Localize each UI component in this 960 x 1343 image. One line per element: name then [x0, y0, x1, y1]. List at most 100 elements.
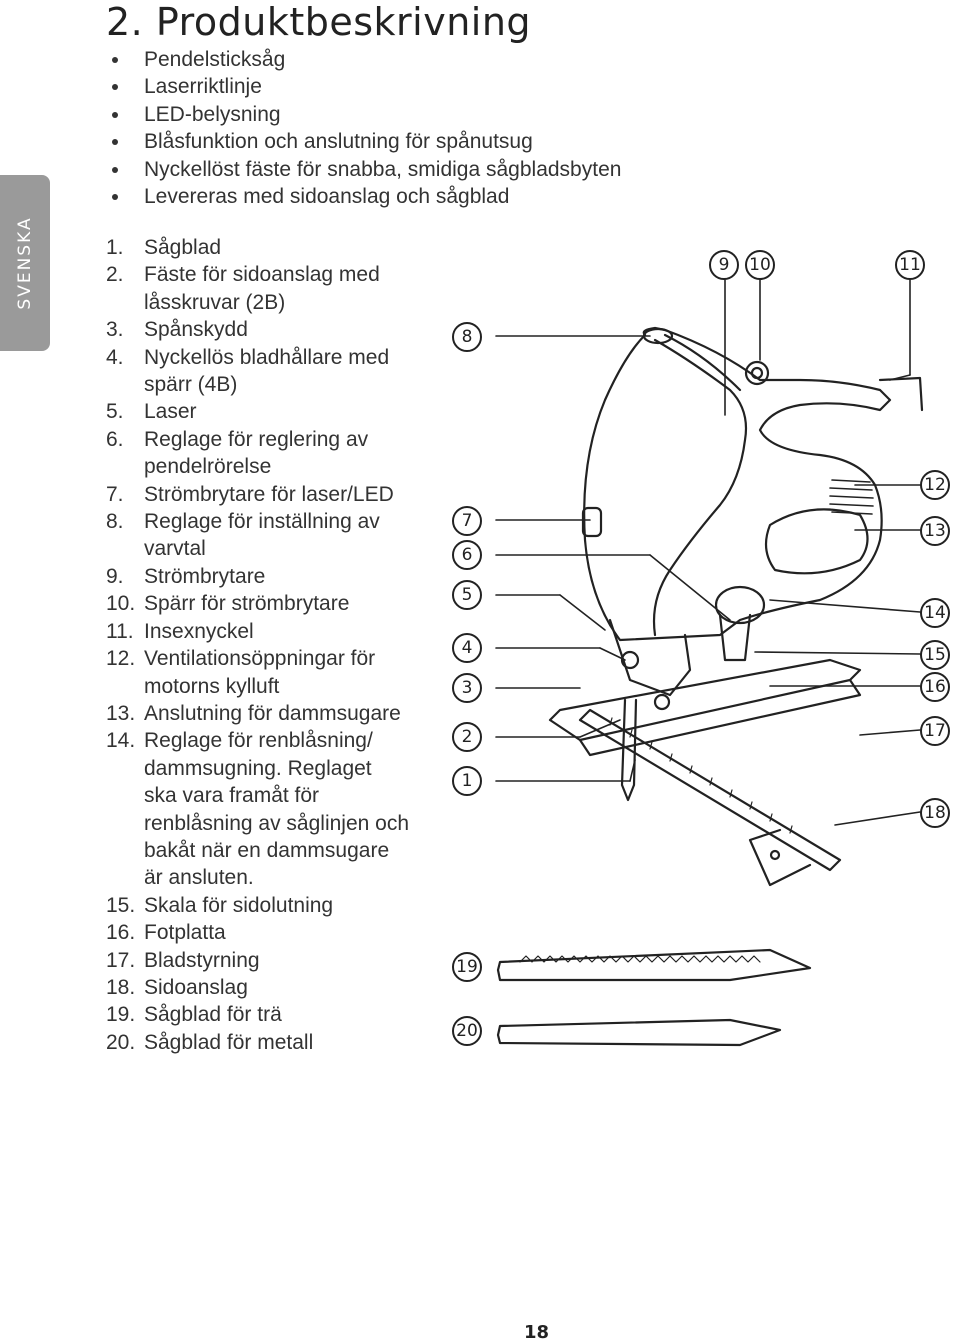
- callout-2: 2: [452, 722, 482, 752]
- part-number: 11.: [106, 619, 134, 643]
- part-label: Reglage för inställning av: [144, 510, 380, 534]
- part-label: ska vara framåt för: [144, 784, 320, 808]
- part-label: Bladstyrning: [144, 948, 260, 972]
- part-label: renblåsning av såglinjen och: [144, 811, 410, 835]
- part-label: Ventilationsöppningar för: [144, 647, 376, 671]
- part-number: 8.: [106, 510, 124, 534]
- part-item: 15.Skala för sidolutning: [106, 892, 436, 919]
- part-number: 6.: [106, 427, 124, 451]
- part-number: 12.: [106, 647, 136, 671]
- part-label: Sågblad för trä: [144, 1003, 282, 1027]
- part-item: 19. Sågblad för trä: [106, 1001, 436, 1028]
- feature-item: Laserriktlinje: [106, 73, 726, 100]
- part-number: 20.: [106, 1030, 136, 1054]
- callout-6: 6: [452, 540, 482, 570]
- part-label: Strömbrytare: [144, 564, 266, 588]
- part-number: [106, 371, 144, 398]
- part-number: [106, 453, 144, 480]
- part-number: 19.: [106, 1003, 136, 1027]
- part-number: 4.: [106, 345, 124, 369]
- part-label: låsskruvar (2B): [144, 290, 286, 314]
- part-number: 13.: [106, 701, 136, 725]
- part-number: [106, 810, 144, 837]
- part-number: 2.: [106, 263, 124, 287]
- callout-16: 16: [920, 672, 950, 702]
- page-title: 2. Produktbeskrivning: [106, 0, 532, 44]
- part-label: Fotplatta: [144, 921, 226, 945]
- callout-5: 5: [452, 580, 482, 610]
- callout-7: 7: [452, 506, 482, 536]
- part-item-continuation: spärr (4B): [106, 371, 436, 398]
- jigsaw-drawing-icon: [495, 279, 924, 1047]
- part-label: varvtal: [144, 537, 206, 561]
- callout-18: 18: [920, 798, 950, 828]
- part-label: Reglage för reglering av: [144, 427, 369, 451]
- part-item: 14.Reglage för renblåsning/: [106, 727, 436, 754]
- feature-item: Nyckellöst fäste för snabba, smidiga såg…: [106, 156, 726, 183]
- part-number: 18.: [106, 975, 136, 999]
- part-item: 8. Reglage för inställning av: [106, 508, 436, 535]
- part-number: 17.: [106, 948, 136, 972]
- part-number: [106, 535, 144, 562]
- part-item-continuation: dammsugning. Reglaget: [106, 755, 436, 782]
- feature-item: LED-belysning: [106, 101, 726, 128]
- part-item: 13. Anslutning för dammsugare: [106, 700, 436, 727]
- part-item: 6. Reglage för reglering av: [106, 426, 436, 453]
- callout-3: 3: [452, 673, 482, 703]
- part-item: 20.Sågblad för metall: [106, 1029, 436, 1056]
- part-item-continuation: motorns kylluft: [106, 673, 436, 700]
- part-item: 2. Fäste för sidoanslag med: [106, 261, 436, 288]
- part-item: 3. Spånskydd: [106, 316, 436, 343]
- part-item: 9. Strömbrytare: [106, 563, 436, 590]
- part-label: Strömbrytare för laser/LED: [144, 482, 394, 506]
- part-item: 7.Strömbrytare för laser/LED: [106, 481, 436, 508]
- part-item-continuation: renblåsning av såglinjen och: [106, 810, 436, 837]
- part-item-continuation: är ansluten.: [106, 864, 436, 891]
- callout-19: 19: [452, 952, 482, 982]
- part-number: 9.: [106, 564, 124, 588]
- part-label: Fäste för sidoanslag med: [144, 263, 380, 287]
- part-item-continuation: bakåt när en dammsugare: [106, 837, 436, 864]
- part-label: Skala för sidolutning: [144, 893, 334, 917]
- part-item: 16. Fotplatta: [106, 919, 436, 946]
- part-number: [106, 755, 144, 782]
- part-item: 12. Ventilationsöppningar för: [106, 645, 436, 672]
- part-item: 4. Nyckellös bladhållare med: [106, 344, 436, 371]
- part-label: Spärr för strömbrytare: [144, 592, 350, 616]
- part-number: 10.: [106, 592, 136, 616]
- part-number: 16.: [106, 921, 136, 945]
- callout-20: 20: [452, 1016, 482, 1046]
- part-item-continuation: varvtal: [106, 535, 436, 562]
- callout-11: 11: [895, 250, 925, 280]
- feature-list: Pendelsticksåg Laserriktlinje LED-belysn…: [106, 46, 726, 210]
- language-tab: SVENSKA: [0, 175, 50, 351]
- part-label: Nyckellös bladhållare med: [144, 345, 390, 369]
- part-item: 1.Sågblad: [106, 234, 436, 261]
- part-number: 3.: [106, 318, 124, 342]
- part-label: bakåt när en dammsugare: [144, 838, 390, 862]
- part-number: [106, 864, 144, 891]
- part-label: pendelrörelse: [144, 455, 272, 479]
- callout-12: 12: [920, 470, 950, 500]
- part-label: motorns kylluft: [144, 674, 280, 698]
- part-label: Spånskydd: [144, 318, 248, 342]
- part-label: Anslutning för dammsugare: [144, 701, 401, 725]
- part-label: Laser: [144, 400, 197, 424]
- feature-item: Levereras med sidoanslag och sågblad: [106, 183, 726, 210]
- feature-item: Blåsfunktion och anslutning för spånutsu…: [106, 128, 726, 155]
- callout-17: 17: [920, 716, 950, 746]
- callout-14: 14: [920, 598, 950, 628]
- language-tab-label: SVENSKA: [15, 216, 35, 310]
- callout-4: 4: [452, 633, 482, 663]
- part-item: 10. Spärr för strömbrytare: [106, 590, 436, 617]
- callout-15: 15: [920, 640, 950, 670]
- feature-item: Pendelsticksåg: [106, 46, 726, 73]
- part-item: 18.Sidoanslag: [106, 974, 436, 1001]
- part-item-continuation: låsskruvar (2B): [106, 289, 436, 316]
- part-number: 14.: [106, 729, 136, 753]
- part-number: [106, 289, 144, 316]
- part-item-continuation: ska vara framåt för: [106, 782, 436, 809]
- callout-9: 9: [709, 250, 739, 280]
- part-item-continuation: pendelrörelse: [106, 453, 436, 480]
- page-number: 18: [524, 1322, 550, 1343]
